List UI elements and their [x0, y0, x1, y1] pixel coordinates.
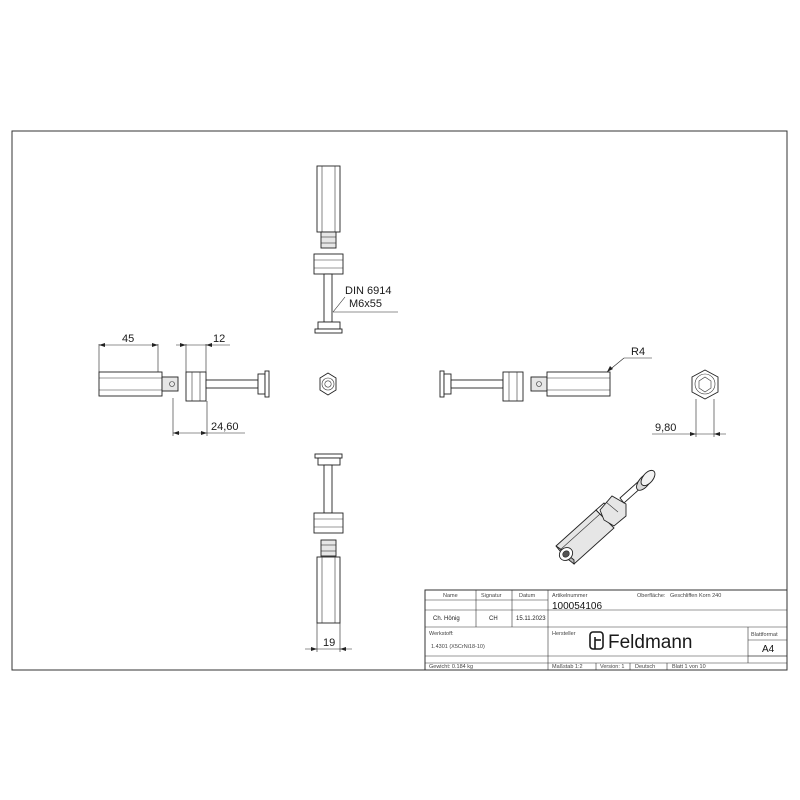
bottom-view	[313, 453, 344, 624]
dimension-19-label: 19	[323, 637, 335, 649]
manufacturer-label: Hersteller	[552, 631, 576, 637]
dimension-45: 45	[98, 333, 159, 372]
sheet-format-value: A4	[762, 644, 775, 655]
top-view	[313, 165, 344, 334]
feldmann-logo: Feldmann	[589, 631, 693, 653]
sheet-number-label: Blatt 1 von 10	[672, 664, 706, 670]
date-header: Datum	[519, 593, 536, 599]
center-end-view	[319, 372, 337, 396]
version-label: Version: 1	[600, 664, 624, 670]
drafter-name: Ch. Hönig	[433, 616, 460, 622]
surface-label: Oberfläche:	[637, 593, 666, 599]
bolt-callout: DIN 6914 M6x55	[332, 285, 398, 313]
material-value: 1.4301 (X5CrNi18-10)	[431, 644, 485, 650]
left-view	[98, 370, 270, 402]
radius-callout: R4	[606, 346, 652, 373]
radius-label: R4	[631, 346, 645, 358]
dimension-19: 19	[305, 623, 352, 652]
dimension-24-60-label: 24,60	[211, 421, 239, 433]
drawing-frame	[11, 130, 788, 671]
title-block: Name Signatur Datum Artikelnummer Oberfl…	[424, 589, 788, 671]
scale-label: Maßstab 1:2	[552, 664, 583, 670]
isometric-view	[555, 469, 656, 565]
right-view	[439, 370, 611, 402]
right-end-view	[691, 369, 719, 400]
brand-name: Feldmann	[608, 632, 693, 653]
dimension-24-60: 24,60	[172, 398, 245, 436]
dimension-9-80-label: 9,80	[655, 422, 676, 434]
article-number-value: 100054106	[552, 601, 602, 612]
weight-label: Gewicht: 0.184 kg	[429, 664, 473, 670]
material-label: Werkstoff:	[429, 631, 454, 637]
language-label: Deutsch	[635, 664, 655, 670]
sheet-format-label: Blattformat	[751, 632, 778, 638]
signature-header: Signatur	[481, 593, 502, 599]
dimension-9-80: 9,80	[652, 399, 726, 437]
drawing-date: 15.11.2023	[516, 616, 546, 622]
standard-label: DIN 6914	[345, 285, 391, 297]
article-number-label: Artikelnummer	[552, 593, 588, 599]
dimension-12: 12	[176, 333, 230, 372]
dimension-12-label: 12	[213, 333, 225, 345]
bolt-size-label: M6x55	[349, 298, 382, 310]
drafter-signature: CH	[489, 616, 498, 622]
name-header: Name	[443, 593, 458, 599]
dimension-45-label: 45	[122, 333, 134, 345]
surface-value: Geschliffen Korn 240	[670, 593, 721, 599]
